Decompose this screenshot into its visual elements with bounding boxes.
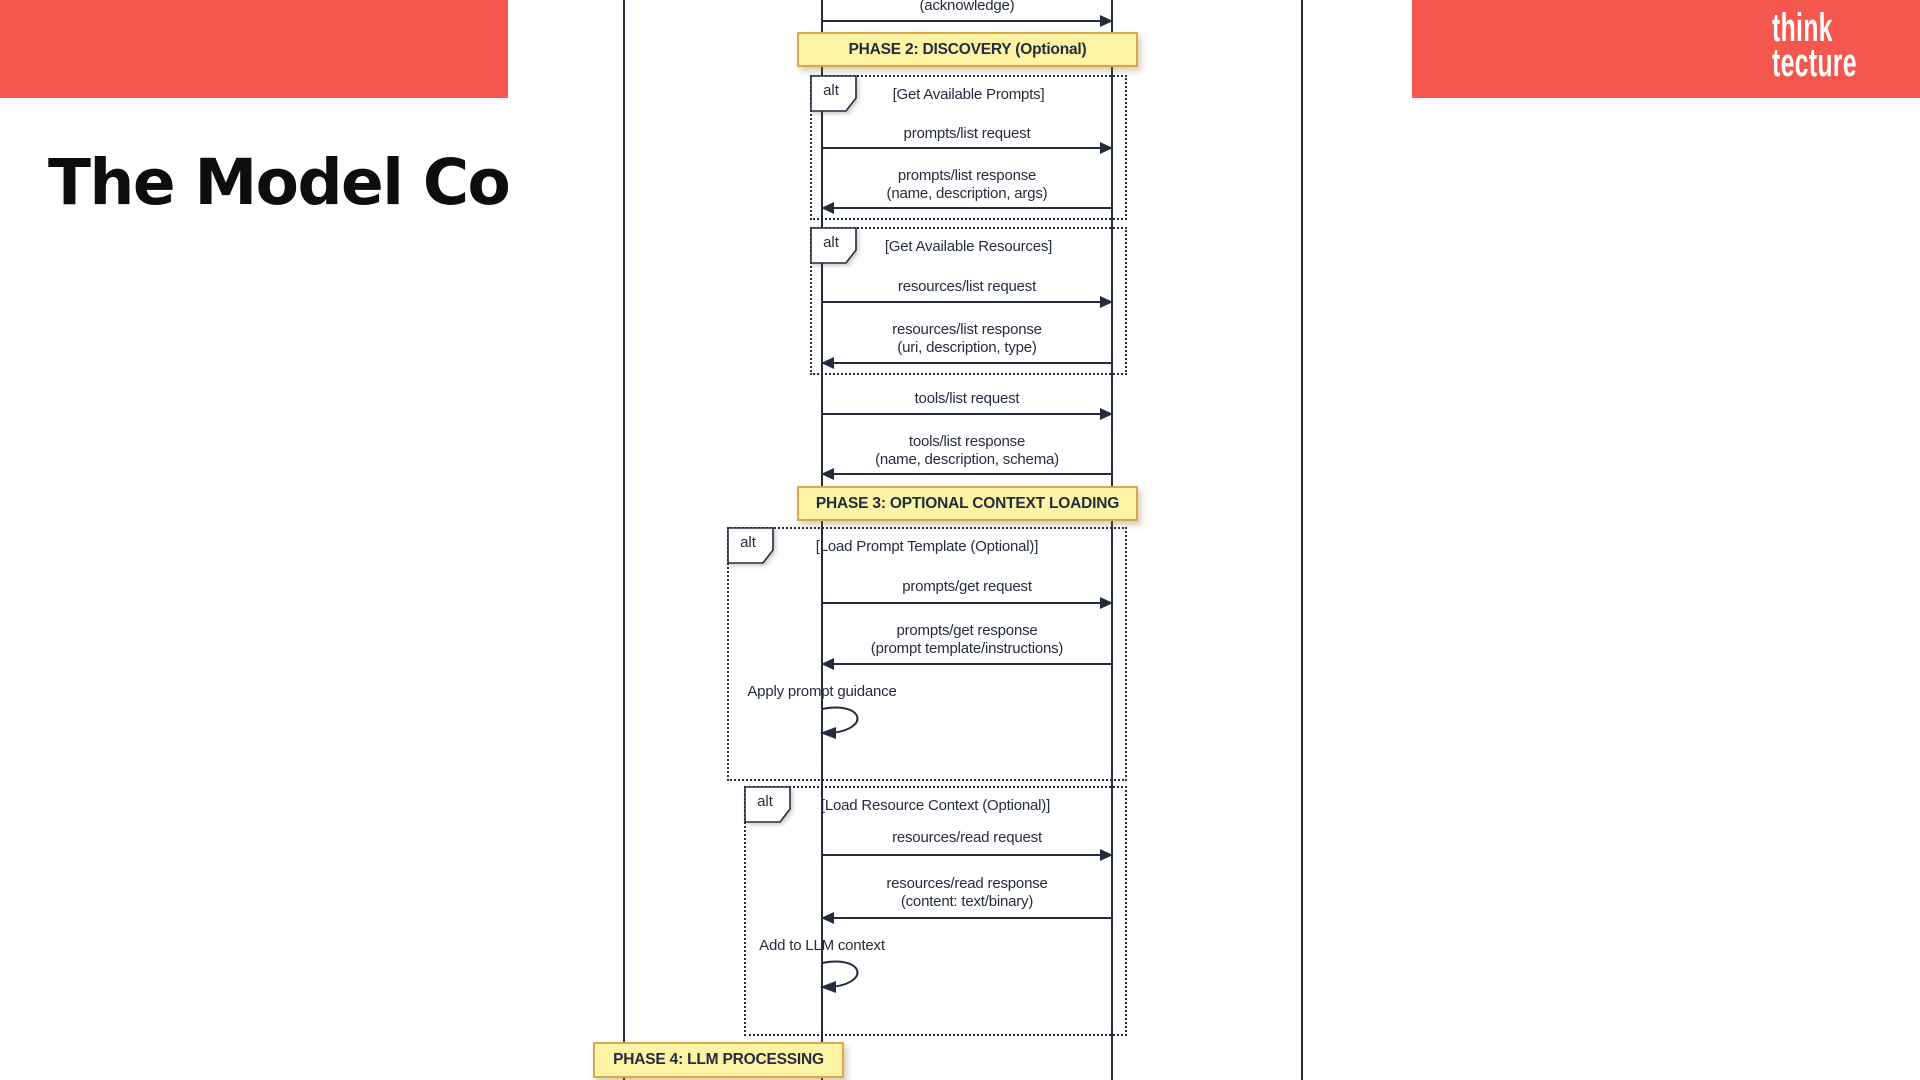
message-resources-read-request: resources/read request (892, 829, 1042, 846)
phase-4-note: PHASE 4: LLM PROCESSING (593, 1042, 844, 1078)
response-line-2: (prompt template/instructions) (870, 640, 1064, 657)
message-resources-read-response: resources/read response (content: text/b… (822, 875, 1112, 911)
alt-block-get-available-resources: alt [Get Available Resources] (810, 227, 1127, 375)
lifeline-actor-2 (821, 0, 823, 1080)
alt-keyword: alt (823, 82, 839, 99)
alt-block-get-available-prompts: alt [Get Available Prompts] (810, 75, 1127, 220)
arrow-prompts-get-request (822, 597, 1113, 609)
arrow-acknowledge (822, 15, 1113, 27)
message-prompts-list-request: prompts/list request (903, 125, 1031, 142)
alt-block-load-prompt-template: alt [Load Prompt Template (Optional)] (727, 527, 1127, 781)
alt-tab-shape (727, 527, 774, 564)
alt-tab-shape (810, 227, 857, 264)
arrow-resources-read-response (821, 912, 1112, 924)
arrow-resources-read-request (822, 849, 1113, 861)
phase-3-note: PHASE 3: OPTIONAL CONTEXT LOADING (797, 486, 1138, 521)
alt-keyword: alt (823, 234, 839, 251)
alt-tab-shape (744, 786, 791, 823)
self-message-apply-prompt-guidance: Apply prompt guidance (747, 683, 897, 700)
arrow-tools-list-response (821, 468, 1112, 480)
response-line-2: (name, description, schema) (875, 451, 1059, 468)
logo-line-1: think (1772, 6, 1833, 50)
alt-tab: alt (810, 227, 860, 265)
response-line-2: (content: text/binary) (900, 893, 1034, 910)
arrow-tools-list-request (822, 408, 1113, 420)
message-resources-list-request: resources/list request (897, 278, 1037, 295)
message-acknowledge: (acknowledge) (919, 0, 1015, 14)
message-tools-list-request: tools/list request (914, 390, 1020, 407)
message-resources-list-response: resources/list response (uri, descriptio… (822, 321, 1112, 357)
response-line-1: resources/list response (892, 321, 1042, 338)
arrow-resources-list-response (821, 357, 1112, 369)
phase-2-note: PHASE 2: DISCOVERY (Optional) (797, 32, 1138, 67)
alt-tab-shape (810, 75, 857, 112)
arrow-prompts-list-response (821, 202, 1112, 214)
lifeline-actor-4 (1301, 0, 1303, 1080)
response-line-2: (name, description, args) (886, 185, 1048, 202)
alt-block-load-resource-context: alt [Load Resource Context (Optional)] (744, 786, 1127, 1036)
arrow-prompts-get-response (821, 658, 1112, 670)
self-loop-arrow (820, 706, 859, 739)
alt-condition: [Load Resource Context (Optional)] (820, 797, 1051, 814)
response-line-1: tools/list response (908, 433, 1026, 450)
self-message-add-to-llm-context: Add to LLM context (759, 937, 885, 954)
alt-condition: [Get Available Prompts] (892, 86, 1045, 103)
response-line-2: (uri, description, type) (897, 339, 1037, 356)
alt-condition: [Load Prompt Template (Optional)] (815, 538, 1039, 555)
lifeline-actor-3 (1111, 0, 1113, 1080)
alt-tab: alt (727, 527, 777, 565)
logo-line-2: tecture (1772, 41, 1857, 85)
arrow-prompts-list-request (822, 142, 1113, 154)
arrow-resources-list-request (822, 296, 1113, 308)
self-loop-arrow (820, 960, 859, 993)
sequence-diagram-panel: (acknowledge) alt [Get Available Prompts… (508, 0, 1412, 1080)
alt-keyword: alt (740, 534, 756, 551)
alt-tab: alt (744, 786, 794, 824)
page-title: The Model Cont (48, 146, 583, 219)
alt-keyword: alt (757, 793, 773, 810)
response-line-1: prompts/list response (897, 167, 1037, 184)
alt-condition: [Get Available Resources] (884, 238, 1053, 255)
thinktecture-logo: think tecture (1772, 6, 1857, 85)
alt-tab: alt (810, 75, 860, 113)
response-line-1: prompts/get response (896, 622, 1038, 639)
lifeline-actor-1 (623, 0, 625, 1080)
message-prompts-list-response: prompts/list response (name, description… (822, 167, 1112, 203)
message-tools-list-response: tools/list response (name, description, … (822, 433, 1112, 469)
message-prompts-get-response: prompts/get response (prompt template/in… (822, 622, 1112, 658)
response-line-1: resources/read response (886, 875, 1048, 892)
message-prompts-get-request: prompts/get request (902, 578, 1032, 595)
